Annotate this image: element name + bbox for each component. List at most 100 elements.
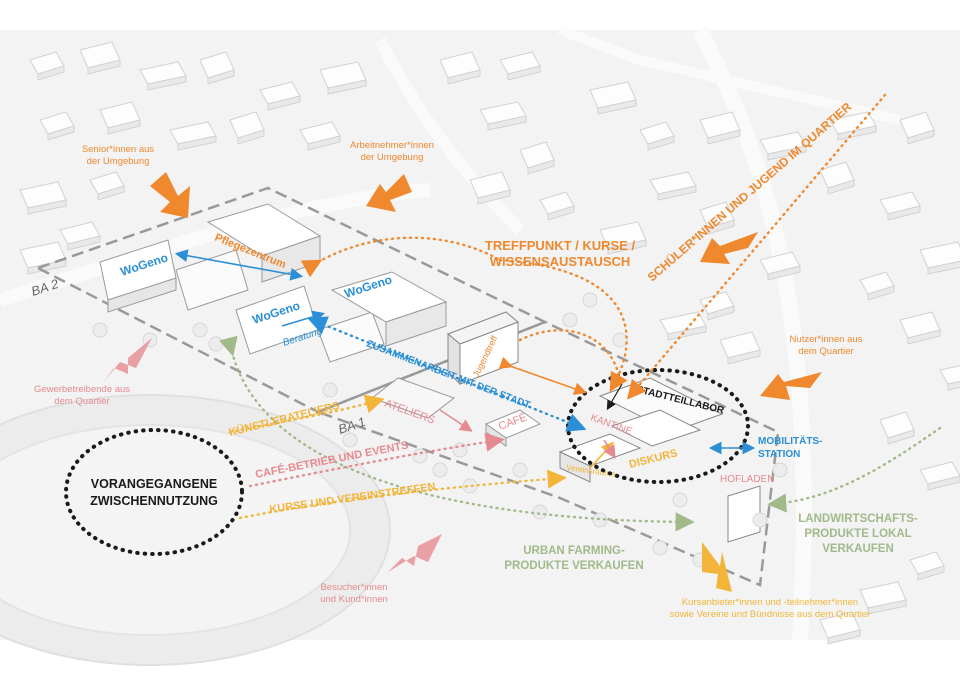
hofladen-label: HOFLADEN <box>720 474 774 485</box>
tree <box>512 462 528 478</box>
background-house-side <box>867 285 895 301</box>
schueler-arrow <box>700 232 758 264</box>
background-house-side <box>507 65 541 81</box>
landwirtschaft-flow <box>767 426 942 513</box>
background-house-side <box>837 125 877 141</box>
trades-arrow <box>102 338 152 384</box>
wogeno-building-1: WoGeno <box>99 239 177 313</box>
background-house <box>939 365 960 385</box>
background-house-side <box>67 235 101 251</box>
background-house-side <box>47 125 75 141</box>
actor-labels: Senior*innen aus der Umgebung Arbeitnehm… <box>34 140 870 620</box>
background-house-side <box>927 475 960 491</box>
background-house-side <box>477 189 511 205</box>
tree <box>672 492 688 508</box>
visitors-label-l1: Besucher*innen <box>320 582 387 593</box>
seniors-label-l2: der Umgebung <box>87 156 150 167</box>
background-house-side <box>767 265 801 281</box>
background-house-side <box>487 115 527 131</box>
tree <box>562 312 578 328</box>
workers-label-l1: Arbeitnehmer*innen <box>350 140 434 151</box>
schueler-flow <box>626 93 887 400</box>
providers-label-l2: sowie Vereine und Bündnisse aus dem Quar… <box>670 609 871 620</box>
mobilitaet-label-l1: MOBILITÄTS- <box>758 434 822 447</box>
tree <box>92 322 108 338</box>
tree <box>322 382 338 398</box>
background-house-side <box>727 349 761 365</box>
background-house-side <box>707 129 741 145</box>
background-house-side <box>707 219 735 235</box>
background-house-side <box>107 119 141 135</box>
tree <box>582 292 598 308</box>
background-house-side <box>37 65 65 81</box>
tree <box>192 322 208 338</box>
surrounding-houses <box>19 41 960 645</box>
tree <box>532 504 548 520</box>
background-house-side <box>867 599 907 615</box>
tree <box>612 332 628 348</box>
background-house-side <box>147 75 187 91</box>
background-house-side <box>947 380 960 391</box>
tree <box>652 540 668 556</box>
treffpunkt-label-l1: TREFFPUNKT / KURSE / <box>485 238 636 253</box>
tree <box>752 512 768 528</box>
background-house-side <box>887 205 921 221</box>
background-house-side <box>27 259 67 275</box>
background-house-side <box>827 179 855 195</box>
tree <box>772 462 788 478</box>
providers-label-l1: Kursanbieter*innen und -teilnehmer*innen <box>682 597 858 608</box>
background-house-side <box>177 135 217 151</box>
prior-label-l1: VORANGEGANGENE <box>91 477 217 491</box>
land-label-l1: LANDWIRTSCHAFTS- <box>798 513 918 525</box>
background-house-side <box>527 159 555 175</box>
visitors-arrow <box>388 534 442 572</box>
background-house-side <box>827 629 861 645</box>
treffpunkt-flow-left <box>300 236 502 278</box>
background-house-side <box>307 135 341 151</box>
tree <box>452 442 468 458</box>
background-house-side <box>917 565 945 581</box>
workers-label-l2: der Umgebung <box>361 152 424 163</box>
urban-farming-flow <box>219 335 695 532</box>
urban-label-l1: URBAN FARMING- <box>523 545 625 557</box>
wogeno-pflege-arrow <box>174 249 304 281</box>
actor-arrows <box>102 172 822 592</box>
background-house-side <box>907 329 941 345</box>
background-house-side <box>907 129 935 145</box>
background-house-side <box>267 95 301 111</box>
background-house-side <box>327 79 367 95</box>
seniors-label-l1: Senior*innen aus <box>82 144 155 155</box>
urban-label-l2: PRODUKTE VERKAUFEN <box>504 560 643 572</box>
background-house-side <box>547 205 575 221</box>
wogeno-link-arrow <box>281 310 326 327</box>
background-house-side <box>447 69 481 85</box>
background-house <box>919 241 960 269</box>
flow-lines <box>174 93 942 532</box>
mobilitaet-label-l2: STATION <box>758 449 800 460</box>
providers-arrow <box>702 542 732 592</box>
prior-label-l2: ZWISCHENNUTZUNG <box>90 494 218 508</box>
trades-label-l1: Gewerbetreibende aus <box>34 384 130 395</box>
land-label-l2: PRODUKTE LOKAL <box>804 528 911 540</box>
users-label-l2: dem Quartier <box>798 346 853 357</box>
background-house-side <box>647 135 675 151</box>
background-house-side <box>27 199 67 215</box>
treffpunkt-flow-main <box>498 258 628 393</box>
background-house-side <box>927 260 960 275</box>
background-house-side <box>237 129 265 145</box>
tree <box>412 448 428 464</box>
background-house-side <box>97 185 125 201</box>
background-house-side <box>887 429 915 445</box>
visitors-label-l2: und Kund*innen <box>320 594 388 605</box>
users-label-l1: Nutzer*innen aus <box>790 334 863 345</box>
workers-arrow <box>366 174 412 212</box>
background-house-side <box>707 305 735 321</box>
background-house-side <box>87 59 121 75</box>
tree <box>342 432 358 448</box>
prior-interim-use: VORANGEGANGENE ZWISCHENNUTZUNG <box>64 428 244 556</box>
users-arrow <box>760 372 822 400</box>
background-house-side <box>597 99 637 115</box>
trades-label-l2: dem Quartier <box>54 396 109 407</box>
hofladen-building: HOFLADEN <box>720 474 774 543</box>
